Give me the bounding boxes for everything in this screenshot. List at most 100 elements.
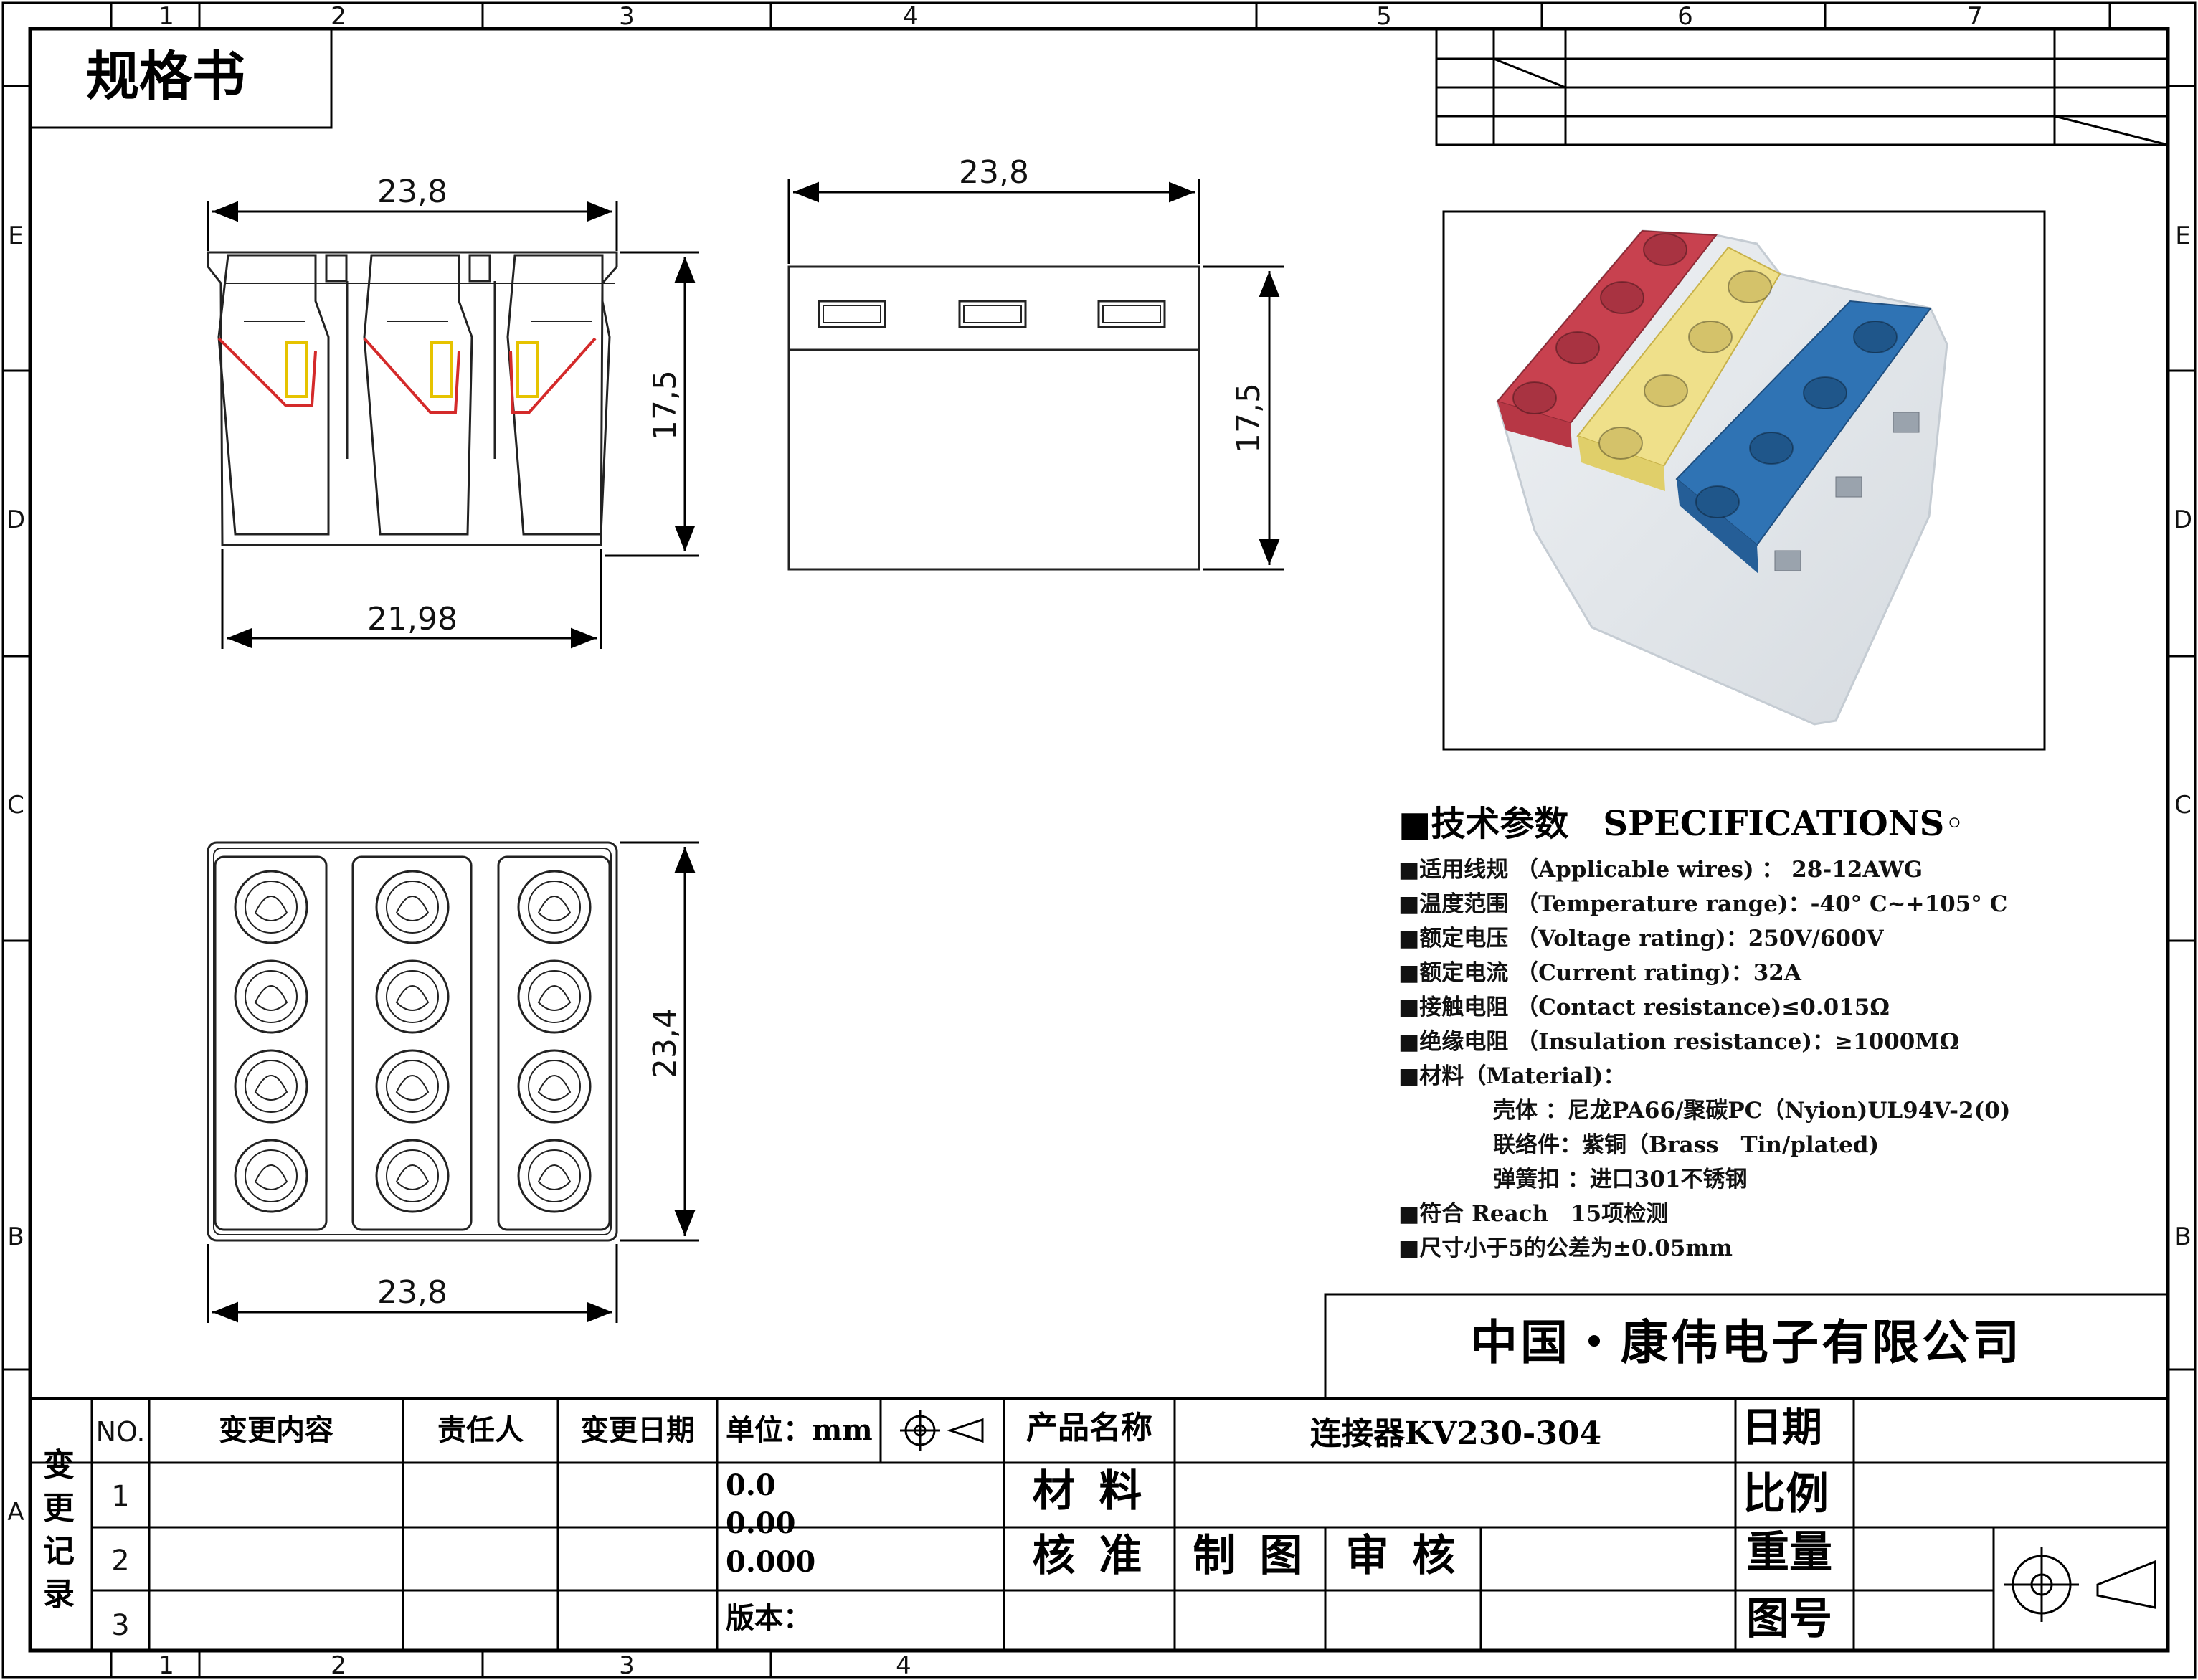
spec-material-contact: 联络件：紫铜（Brass Tin/plated) [1493, 1132, 1879, 1158]
row-left-a: A [7, 1498, 24, 1527]
product-model: 连接器KV230-304 [1310, 1415, 1601, 1452]
wire-entry-hole [234, 1049, 308, 1124]
front-view [207, 251, 618, 546]
row-left-e: E [8, 222, 23, 250]
col-top-1: 1 [158, 2, 174, 31]
spec-line-wires: ■适用线规 （Applicable wires) ： 28-12AWG [1398, 857, 1923, 883]
spring-clamp-outline [537, 1164, 572, 1190]
wire-entry-hole-inner [528, 881, 581, 934]
wire-entry-hole [517, 1049, 592, 1124]
revision-grid [1435, 27, 2169, 146]
wire-entry-hole-inner [245, 1149, 298, 1202]
photo-wire-hole [1644, 374, 1688, 407]
specifications: ■技术参数 SPECIFICATIONS◦ ■适用线规 （Applicable … [1398, 804, 2010, 1261]
top-dimensions [207, 841, 699, 1323]
top-height-label: 23,4 [647, 1008, 683, 1078]
wire-entry-hole-inner [528, 970, 581, 1023]
wire-entry-hole-inner [245, 970, 298, 1023]
side-width-label: 23,8 [959, 154, 1029, 191]
wire-entry-hole-inner [386, 881, 439, 934]
product-photo [1442, 210, 2046, 751]
wire-entry-hole [517, 1139, 592, 1213]
wire-entry-hole-inner [245, 881, 298, 934]
header-no: NO. [96, 1416, 146, 1448]
projection-symbol-large [2004, 1547, 2156, 1622]
photo-wire-hole [1749, 432, 1794, 465]
wire-entry-hole-inner [386, 1149, 439, 1202]
spring-clamp-outline [537, 896, 572, 921]
spec-line-contact: ■接触电阻 （Contact resistance)≤0.015Ω [1398, 995, 1890, 1020]
photo-wire-hole [1600, 281, 1644, 314]
spec-line-insulation: ■绝缘电阻 （Insulation resistance)：≥1000MΩ [1398, 1029, 1959, 1055]
spring-clamp-outline [254, 1164, 288, 1190]
row-no-1: 1 [111, 1480, 129, 1513]
header-product-name: 产品名称 [1026, 1410, 1152, 1446]
row-no-3: 3 [111, 1609, 129, 1642]
spec-line-reach: ■符合 Reach 15项检测 [1398, 1201, 1668, 1227]
col-bottom-4: 4 [896, 1651, 911, 1680]
row-right-d: D [2174, 506, 2192, 534]
spec-heading: ■技术参数 SPECIFICATIONS◦ [1398, 804, 1965, 844]
spring-clamp-outline [395, 1075, 430, 1101]
make-label: 制 图 [1193, 1531, 1307, 1581]
spring-clamp-outline [395, 1164, 430, 1190]
row-right-c: C [2174, 791, 2192, 820]
projection-symbol-small [900, 1410, 984, 1451]
zone-labels: 1 2 3 4 5 6 7 1 2 3 4 E D C B A E D C B [6, 2, 2192, 1680]
spring-clamp-outline [537, 985, 572, 1011]
col-bottom-1: 1 [158, 1651, 174, 1680]
row-no-2: 2 [111, 1544, 129, 1577]
spec-line-voltage: ■额定电压 （Voltage rating)：250V/600V [1398, 926, 1885, 951]
photo-wire-hole [1688, 321, 1733, 353]
row-left-c: C [7, 791, 24, 820]
col-top-2: 2 [331, 2, 346, 31]
spring-clamp-outline [254, 896, 288, 921]
side-view [787, 265, 1200, 571]
wire-entry-hole [234, 870, 308, 944]
col-top-4: 4 [903, 2, 919, 31]
change-record-2: 更 [43, 1490, 75, 1527]
spring-clamp-outline [395, 985, 430, 1011]
tolerance-2: 0.00 [726, 1506, 795, 1540]
photo-wire-hole [1512, 381, 1557, 414]
top-view-holes [234, 870, 592, 1213]
top-width-label: 23,8 [377, 1274, 447, 1311]
row-right-b: B [2174, 1223, 2191, 1251]
change-record-4: 录 [43, 1576, 75, 1613]
wire-entry-hole [517, 959, 592, 1034]
side-dimensions [787, 179, 1284, 571]
photo-wire-hole [1555, 331, 1600, 364]
header-date2: 日期 [1742, 1404, 1822, 1451]
front-base-label: 21,98 [367, 601, 458, 637]
spec-material-spring: 弹簧扣 ：进口301不锈钢 [1493, 1167, 1748, 1192]
spec-line-tolerance: ■尺寸小于5的公差为±0.05mm [1398, 1235, 1733, 1261]
wire-entry-hole [375, 870, 450, 944]
wire-entry-hole-inner [386, 1060, 439, 1113]
ratio-label: 比例 [1743, 1469, 1829, 1519]
wire-entry-hole-inner [528, 1149, 581, 1202]
col-bottom-2: 2 [331, 1651, 346, 1680]
front-view-springs [217, 337, 597, 414]
spec-line-current: ■额定电流 （Current rating)：32A [1398, 960, 1802, 986]
version-label: 版本： [726, 1601, 812, 1635]
drawing-no-label: 图号 [1746, 1594, 1832, 1644]
photo-wire-hole [1728, 270, 1772, 303]
wire-entry-hole [375, 1139, 450, 1213]
tolerance-3: 0.000 [726, 1545, 815, 1579]
page-title: 规格书 [86, 46, 245, 108]
title-box [29, 27, 333, 129]
photo-wire-hole [1643, 233, 1687, 266]
spring-clamp-outline [254, 1075, 288, 1101]
header-person: 责任人 [437, 1413, 524, 1447]
header-content: 变更内容 [219, 1413, 333, 1447]
company-name: 中国・康伟电子有限公司 [1470, 1314, 2022, 1370]
tolerance-1: 0.0 [726, 1468, 776, 1502]
photo-wire-hole [1803, 376, 1847, 409]
photo-wire-hole [1695, 485, 1740, 518]
col-top-7: 7 [1967, 2, 1983, 31]
top-view [207, 841, 618, 1242]
header-date: 变更日期 [580, 1413, 695, 1447]
front-dimensions [207, 201, 699, 649]
approve-label: 核 准 [1033, 1531, 1147, 1581]
